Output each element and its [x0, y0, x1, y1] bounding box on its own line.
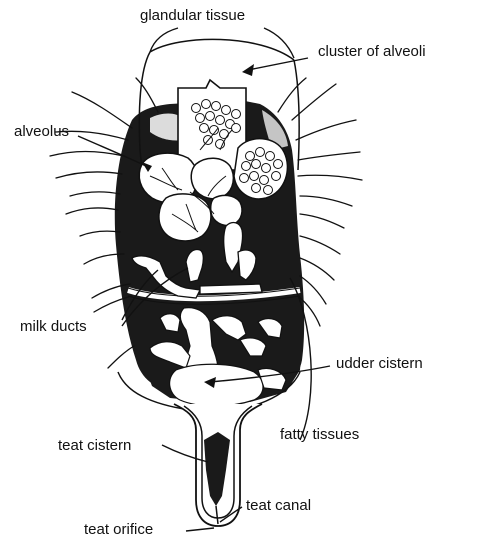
- label-teat-canal: teat canal: [246, 497, 311, 515]
- label-alveolus: alveolus: [14, 123, 69, 141]
- label-glandular-tissue: glandular tissue: [140, 7, 245, 25]
- alveoli-cluster: [178, 80, 246, 170]
- label-fatty-tissues: fatty tissues: [280, 426, 359, 444]
- alveolus-lobule: [211, 195, 242, 225]
- label-udder-cistern: udder cistern: [336, 355, 423, 373]
- glandular-tissue-top: [150, 39, 294, 60]
- label-teat-orifice: teat orifice: [84, 521, 153, 539]
- lower-gland: [140, 302, 302, 406]
- right-alveoli-group: [234, 139, 287, 199]
- alveolus-lobule: [191, 158, 233, 199]
- label-cluster-of-alveoli: cluster of alveoli: [318, 43, 426, 61]
- alveolus-lobule: [159, 194, 211, 241]
- label-teat-cistern: teat cistern: [58, 437, 131, 455]
- label-milk-ducts: milk ducts: [20, 318, 87, 336]
